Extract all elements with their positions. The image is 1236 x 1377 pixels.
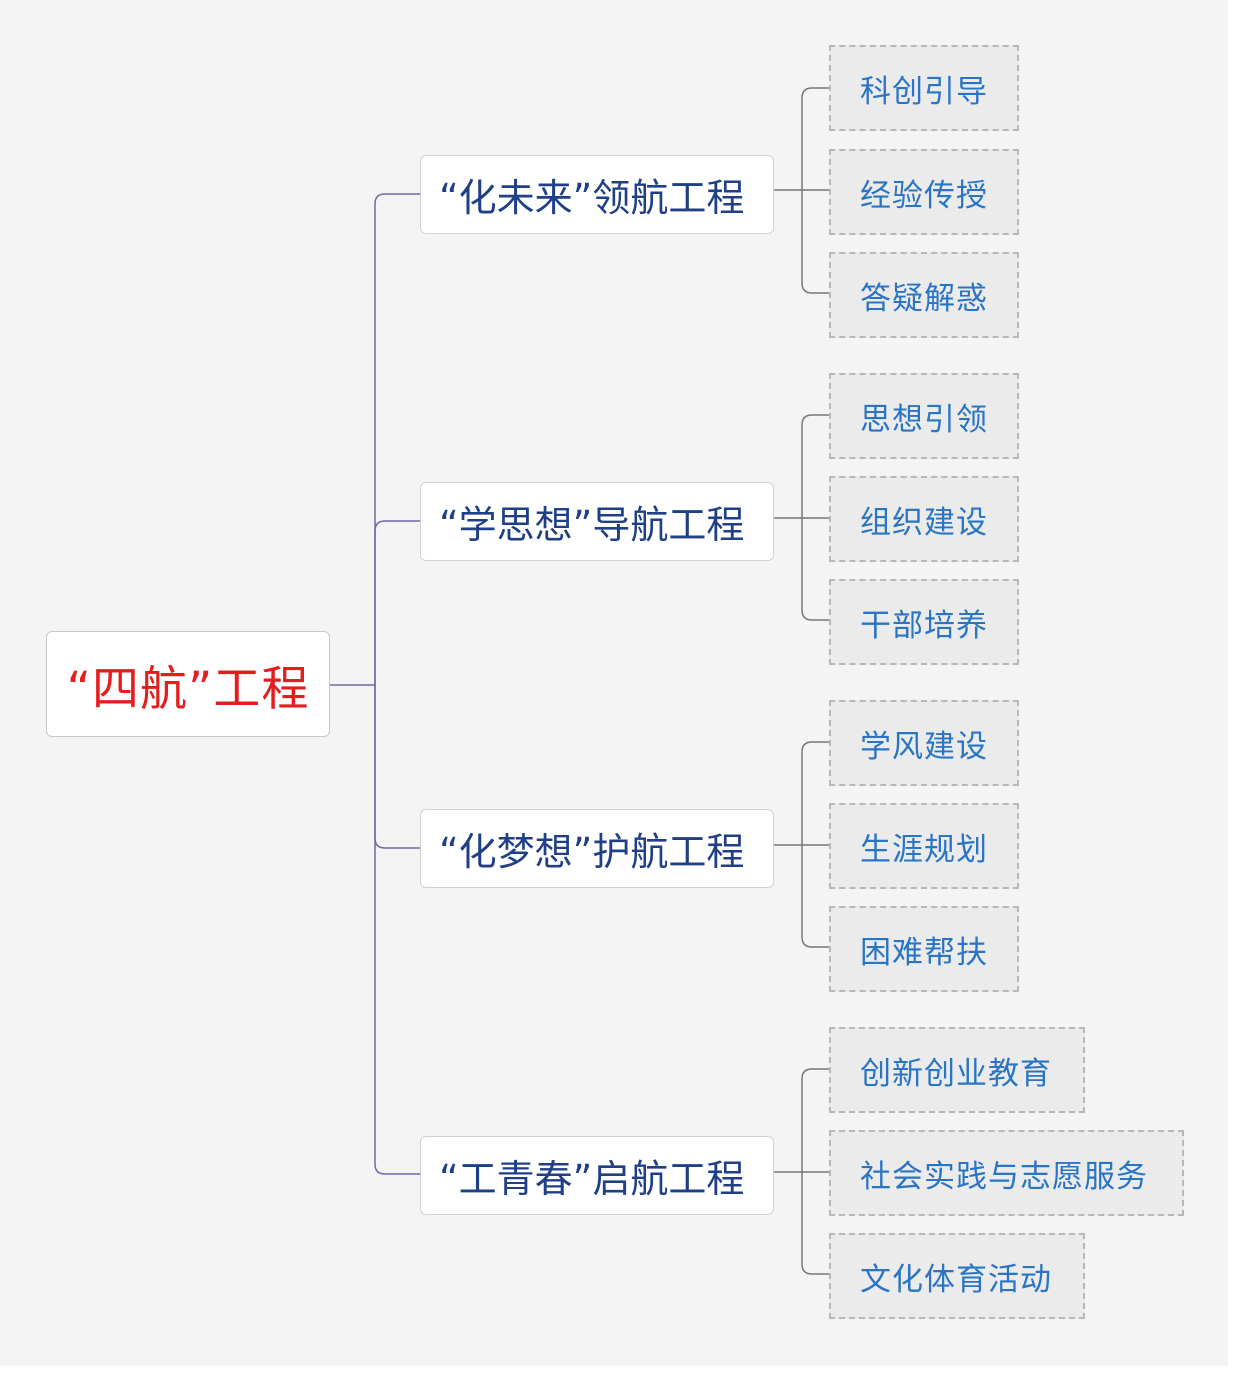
leaf-node[interactable]: 科创引导 (829, 45, 1019, 131)
leaf-node-label: 干部培养 (860, 607, 988, 644)
branch-node-label: “学思想”导航工程 (439, 503, 745, 547)
leaf-node-label: 学风建设 (860, 728, 988, 765)
leaf-node[interactable]: 困难帮扶 (829, 906, 1019, 992)
leaf-node[interactable]: 创新创业教育 (829, 1027, 1085, 1113)
leaf-node-label: 经验传授 (860, 177, 988, 214)
leaf-node-label: 科创引导 (860, 73, 988, 110)
root-node[interactable]: “四航”工程 (46, 631, 330, 737)
leaf-node-label: 思想引领 (860, 401, 988, 438)
branch-node-label: “化未来”领航工程 (439, 176, 745, 220)
leaf-node[interactable]: 社会实践与志愿服务 (829, 1130, 1184, 1216)
connector-branch3-leaves (774, 741, 829, 948)
leaf-node[interactable]: 生涯规划 (829, 803, 1019, 889)
leaf-node-label: 创新创业教育 (860, 1055, 1052, 1092)
branch-node-2[interactable]: “学思想”导航工程 (420, 482, 774, 561)
leaf-node-label: 社会实践与志愿服务 (860, 1158, 1148, 1195)
connector-root-branch-3 (374, 685, 420, 849)
root-node-label: “四航”工程 (66, 661, 310, 717)
connector-branch4-leaves (774, 1068, 829, 1275)
leaf-node[interactable]: 组织建设 (829, 476, 1019, 562)
leaf-node[interactable]: 思想引领 (829, 373, 1019, 459)
connector-root-branch-4 (374, 685, 420, 1175)
leaf-node[interactable]: 答疑解惑 (829, 252, 1019, 338)
leaf-node-label: 组织建设 (860, 504, 988, 541)
connector-branch2-leaves (774, 414, 829, 621)
connector-root-branch-1 (330, 193, 420, 686)
leaf-node-label: 文化体育活动 (860, 1261, 1052, 1298)
leaf-node[interactable]: 干部培养 (829, 579, 1019, 665)
leaf-node[interactable]: 文化体育活动 (829, 1233, 1085, 1319)
branch-node-label: “工青春”启航工程 (439, 1157, 745, 1201)
branch-node-1[interactable]: “化未来”领航工程 (420, 155, 774, 234)
connector-branch1-leaves (774, 87, 829, 294)
leaf-node-label: 困难帮扶 (860, 934, 988, 971)
leaf-node[interactable]: 经验传授 (829, 149, 1019, 235)
branch-node-label: “化梦想”护航工程 (439, 830, 745, 874)
branch-node-3[interactable]: “化梦想”护航工程 (420, 809, 774, 888)
branch-node-4[interactable]: “工青春”启航工程 (420, 1136, 774, 1215)
leaf-node[interactable]: 学风建设 (829, 700, 1019, 786)
leaf-node-label: 答疑解惑 (860, 280, 988, 317)
connector-root-branch-2 (374, 520, 420, 685)
leaf-node-label: 生涯规划 (860, 831, 988, 868)
